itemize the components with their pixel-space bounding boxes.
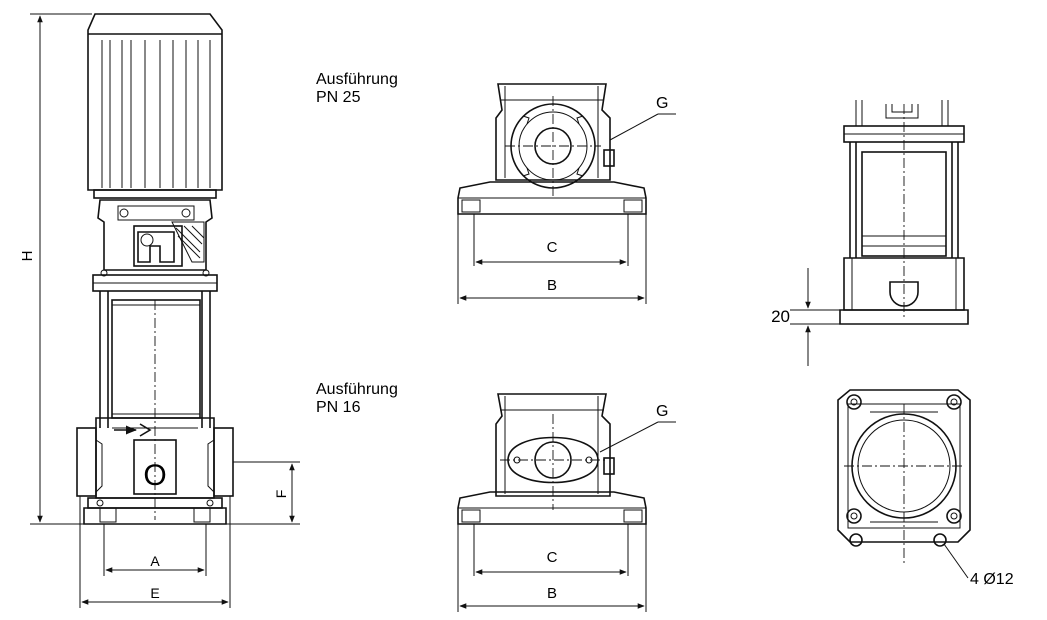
label-C-bottom: C xyxy=(547,549,558,566)
label-B-bottom: B xyxy=(547,585,557,602)
pn25-flange-view: C B G xyxy=(457,83,676,304)
dimension-H: H xyxy=(19,13,92,525)
coupling-housing xyxy=(97,199,213,277)
dimension-A: A xyxy=(103,524,207,576)
label-F: F xyxy=(273,490,289,499)
label-E: E xyxy=(150,585,159,601)
variant-pn25-title: Ausführung xyxy=(316,71,398,88)
motor xyxy=(87,13,223,199)
pump-front-view: O H F xyxy=(19,13,300,608)
label-G-top: G xyxy=(656,95,668,112)
label-holes: 4 Ø12 xyxy=(970,571,1014,588)
base-plan-view: 4 Ø12 xyxy=(837,389,1014,588)
side-view: 20 xyxy=(771,100,969,366)
label-H: H xyxy=(19,251,36,262)
label-G-bottom: G xyxy=(656,403,668,420)
pn16-flange-view: C B G xyxy=(457,393,676,612)
dimension-F: F xyxy=(226,461,300,525)
variant-pn25-rating: PN 25 xyxy=(316,89,361,106)
label-C-top: C xyxy=(547,239,558,256)
variant-pn16-title: Ausführung xyxy=(316,381,398,398)
label-A: A xyxy=(150,553,160,569)
variant-pn16-rating: PN 16 xyxy=(316,399,361,416)
port-mark: O xyxy=(143,459,166,492)
label-20: 20 xyxy=(771,307,790,326)
label-B-top: B xyxy=(547,277,557,294)
dimension-E: E xyxy=(79,496,231,608)
